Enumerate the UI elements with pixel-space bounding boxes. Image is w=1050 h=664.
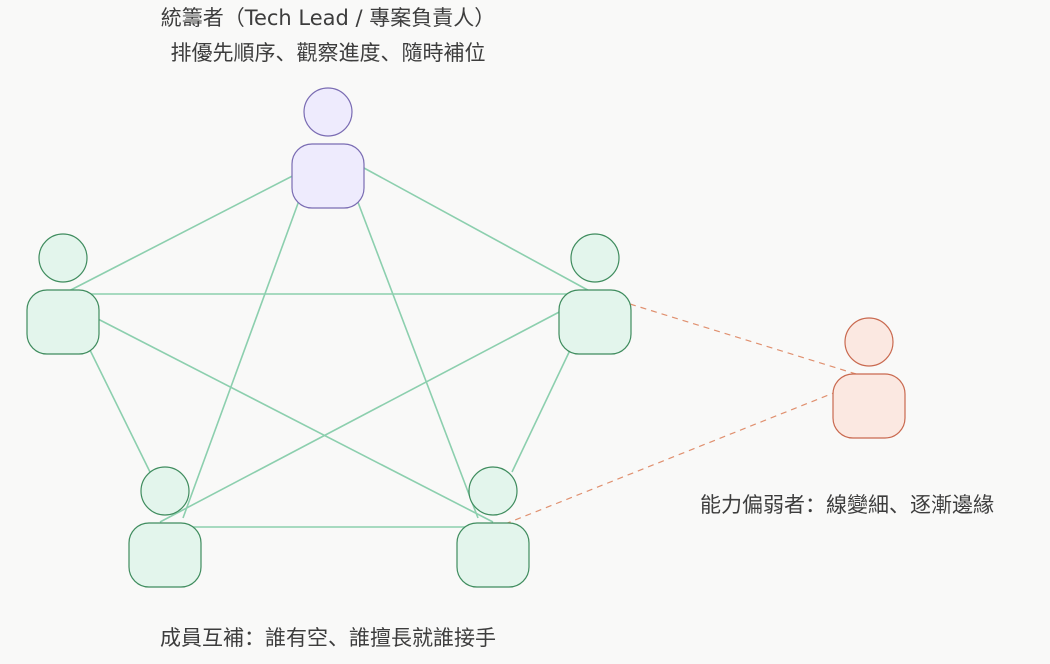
link-lead-bottom-right [347,175,479,519]
link-right-bottom-right [511,345,573,473]
person-left-body [26,289,100,355]
person-right-body [558,289,632,355]
lead-title: 統籌者（Tech Lead / 專案負責人） [160,6,496,30]
person-bottom-left-head [140,466,190,516]
link-bottom-right-weak [504,391,837,525]
person-bottom-right-head [468,466,518,516]
person-right-icon [558,233,632,355]
link-lead-left [62,167,309,295]
link-left-bottom-left [87,345,151,473]
links-layer [62,167,857,528]
members-caption: 成員互補：誰有空、誰擅長就誰接手 [160,626,496,650]
person-weak-head [844,317,894,367]
person-bottom-right-body [456,522,530,588]
link-right-bottom-left [159,309,564,523]
lead-caption: 統籌者（Tech Lead / 專案負責人） 排優先順序、觀察進度、隨時補位 [0,2,656,72]
person-bottom-left-icon [128,466,202,588]
link-lead-bottom-left [182,175,309,519]
person-right-head [570,233,620,283]
person-lead-body [291,143,365,209]
person-lead-icon [291,87,365,209]
link-right-weak [629,303,857,375]
person-bottom-right-icon [456,466,530,588]
person-lead-head [303,87,353,137]
person-left-head [38,233,88,283]
people-layer [26,87,906,588]
link-left-bottom-right [95,317,494,523]
weak-member-caption: 能力偏弱者：線變細、逐漸邊緣 [700,493,994,517]
lead-subtitle: 排優先順序、觀察進度、隨時補位 [170,41,486,65]
person-bottom-left-body [128,522,202,588]
link-lead-right [363,167,596,295]
person-left-icon [26,233,100,355]
person-weak-icon [832,317,906,439]
person-weak-body [832,373,906,439]
